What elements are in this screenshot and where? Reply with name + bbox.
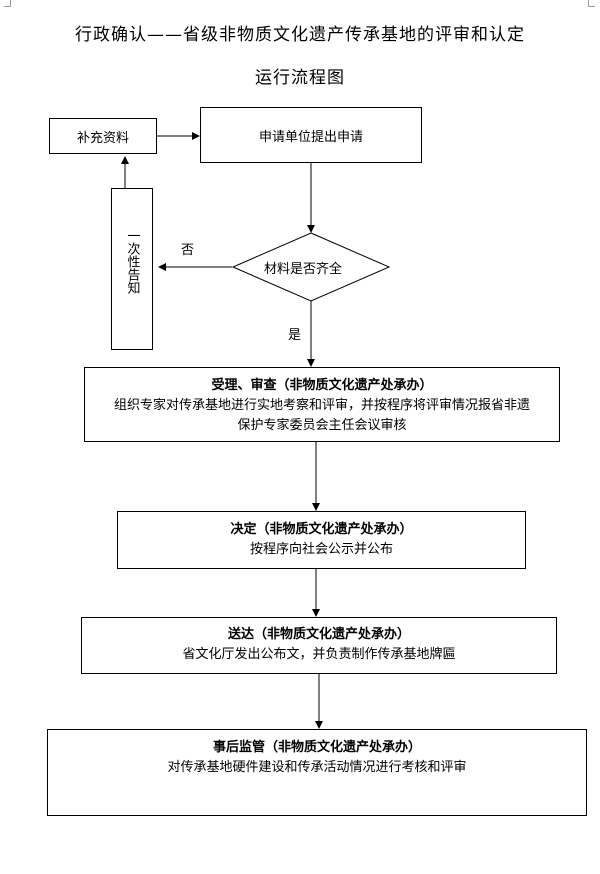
decide-box: 决定（非物质文化遗产处承办） 按程序向社会公示并公布 <box>117 511 526 569</box>
deliver-text: 省文化厅发出公布文，并负责制作传承基地牌匾 <box>182 647 456 662</box>
yes-label: 是 <box>288 328 302 343</box>
notice-label: 一次性告知 <box>124 229 140 294</box>
no-label: 否 <box>181 243 195 258</box>
supplement-box: 补充资料 <box>49 118 157 154</box>
check-label: 材料是否齐全 <box>264 262 343 277</box>
review-text-line2: 保护专家委员会主任会议审核 <box>237 418 407 433</box>
page-title: 行政确认——省级非物质文化遗产传承基地的评审和认定 <box>75 25 525 45</box>
apply-box: 申请单位提出申请 <box>200 107 422 163</box>
decide-heading: 决定（非物质文化遗产处承办） <box>230 522 413 537</box>
deliver-box: 送达（非物质文化遗产处承办） 省文化厅发出公布文，并负责制作传承基地牌匾 <box>81 617 557 674</box>
supervise-heading: 事后监管（非物质文化遗产处承办） <box>212 740 421 755</box>
review-text-line1: 组织专家对传承基地进行实地考察和评审，并按程序将评审情况报省非遗 <box>113 398 530 413</box>
apply-label: 申请单位提出申请 <box>258 129 363 145</box>
review-heading: 受理、审查（非物质文化遗产处承办） <box>211 378 433 393</box>
review-box: 受理、审查（非物质文化遗产处承办） 组织专家对传承基地进行实地考察和评审，并按程… <box>84 367 560 442</box>
decision-diamond <box>231 232 391 302</box>
notice-box: 一次性告知 <box>111 188 153 350</box>
corner-mark-top-right <box>588 0 595 7</box>
page-subtitle: 运行流程图 <box>255 68 345 88</box>
supervise-box: 事后监管（非物质文化遗产处承办） 对传承基地硬件建设和传承活动情况进行考核和评审 <box>47 729 587 816</box>
deliver-heading: 送达（非物质文化遗产处承办） <box>227 627 410 642</box>
decide-text: 按程序向社会公示并公布 <box>249 542 393 557</box>
supervise-text: 对传承基地硬件建设和传承活动情况进行考核和评审 <box>167 760 467 775</box>
corner-mark-top-left <box>4 0 11 7</box>
supplement-label: 补充资料 <box>76 130 129 146</box>
